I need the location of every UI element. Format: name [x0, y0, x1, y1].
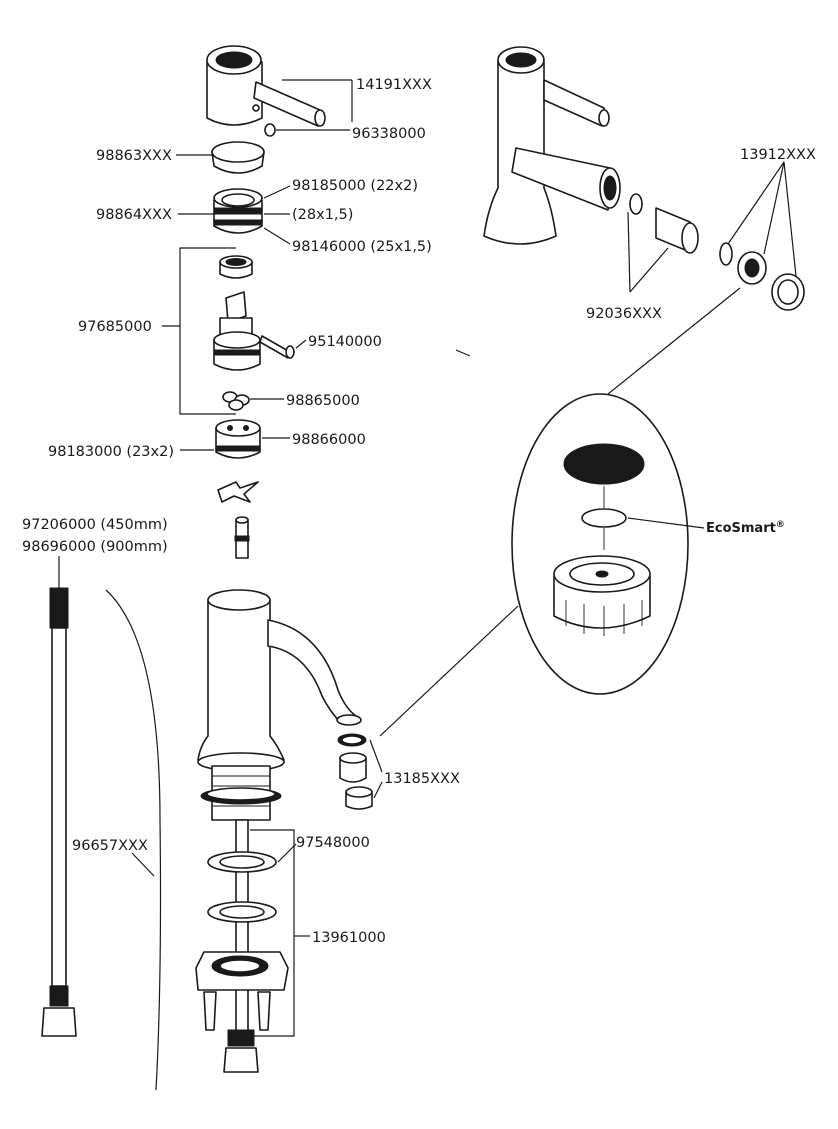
- cartridge-nut: [213, 188, 263, 234]
- label-97685: 97685000: [78, 319, 152, 335]
- label-98863: 98863XXX: [96, 148, 172, 164]
- label-95140: 95140000: [308, 334, 382, 350]
- label-97548: 97548000: [296, 835, 370, 851]
- pull-rod-top: [234, 516, 250, 559]
- label-96338: 96338000: [352, 126, 426, 142]
- label-28x15: (28x1,5): [292, 207, 353, 223]
- right-aerator-parts: [629, 193, 805, 311]
- cartridge-retaining-ring: [219, 255, 253, 279]
- label-98866: 98866000: [292, 432, 366, 448]
- mounting-set: [195, 819, 289, 1073]
- right-mixer-body: [483, 46, 621, 245]
- grub-screw: [264, 123, 276, 137]
- ecosmart-detail: [511, 393, 689, 695]
- label-97206: 97206000 (450mm): [22, 517, 168, 533]
- label-98183: 98183000 (23x2): [48, 444, 174, 460]
- label-98864: 98864XXX: [96, 207, 172, 223]
- basin-mixer-body: [197, 589, 362, 821]
- label-98865: 98865000: [286, 393, 360, 409]
- label-98696: 98696000 (900mm): [22, 539, 168, 555]
- lever-handle: [206, 45, 326, 127]
- label-13961: 13961000: [312, 930, 386, 946]
- label-92036: 92036XXX: [586, 306, 662, 322]
- label-98185: 98185000 (22x2): [292, 178, 418, 194]
- valve-insert: [215, 419, 261, 459]
- part-labels: 14191XXX 96338000 98863XXX 98185000 (22x…: [22, 77, 816, 946]
- label-96657: 96657XXX: [72, 838, 148, 854]
- flexible-hose: [41, 587, 77, 1037]
- cap-ring: [211, 141, 265, 174]
- label-ecosmart: EcoSmart®: [706, 520, 785, 536]
- o-rings: [222, 391, 250, 411]
- label-13185: 13185XXX: [384, 771, 460, 787]
- label-14191: 14191XXX: [356, 77, 432, 93]
- screw: [259, 335, 295, 359]
- leader-lines: [58, 79, 797, 1037]
- ceramic-cartridge: [213, 291, 261, 371]
- label-13912: 13912XXX: [740, 147, 816, 163]
- aerator-13185: [337, 733, 373, 810]
- spring-clip: [217, 481, 259, 503]
- label-98146: 98146000 (25x1,5): [292, 239, 432, 255]
- pull-rod-long: [105, 589, 162, 1091]
